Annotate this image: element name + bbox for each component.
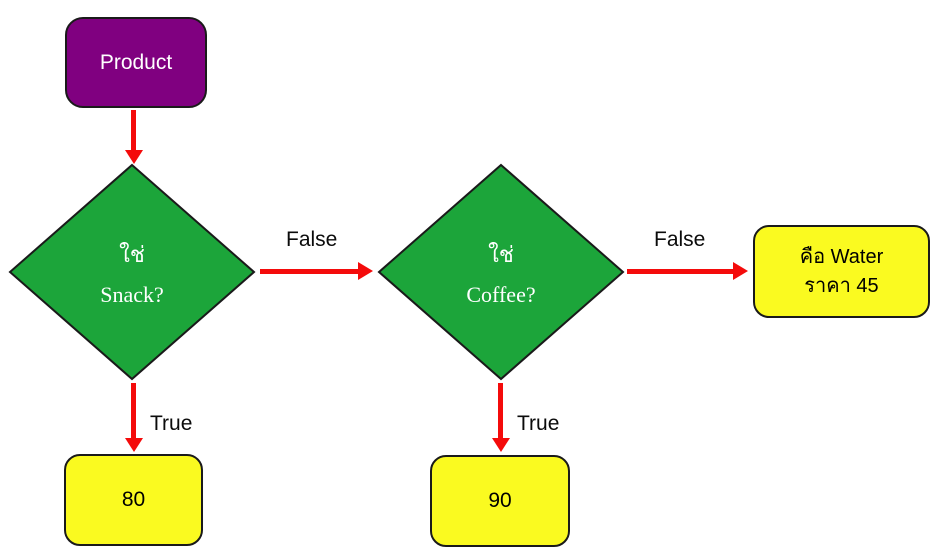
arrow-coffee-to-water [627,269,735,274]
decision-coffee-text: ใช่ Coffee? [377,163,625,381]
edge-label-coffee-true: True [517,412,560,435]
result-node-water: คือ Water ราคา 45 [753,225,930,318]
decision-snack-line1: ใช่ [119,241,145,267]
result-80-label: 80 [121,488,146,511]
decision-coffee-line1: ใช่ [488,241,514,267]
result-water-line2: ราคา 45 [804,274,879,297]
decision-snack-text: ใช่ Snack? [8,163,256,381]
edge-label-snack-true: True [150,412,193,435]
arrowhead-right-icon [733,262,748,280]
decision-node-coffee: ใช่ Coffee? [377,163,625,381]
arrowhead-down-icon [125,438,143,452]
result-node-90: 90 [430,455,570,547]
arrowhead-down-icon [125,150,143,164]
arrow-snack-to-coffee [260,269,360,274]
result-node-80: 80 [64,454,203,546]
arrowhead-right-icon [358,262,373,280]
start-node-product: Product [65,17,207,108]
decision-node-snack: ใช่ Snack? [8,163,256,381]
arrowhead-down-icon [492,438,510,452]
diamond-shape [8,163,256,381]
arrow-product-to-snack [131,110,136,152]
decision-coffee-line2: Coffee? [466,281,536,307]
arrow-coffee-to-90 [498,383,503,438]
edge-label-coffee-false: False [654,228,706,251]
arrow-snack-to-80 [131,383,136,438]
result-water-line1: คือ Water [799,245,884,268]
diamond-shape [377,163,625,381]
decision-snack-line2: Snack? [100,281,164,307]
result-90-label: 90 [488,489,512,512]
start-node-label: Product [99,50,173,74]
edge-label-snack-false: False [286,228,338,251]
